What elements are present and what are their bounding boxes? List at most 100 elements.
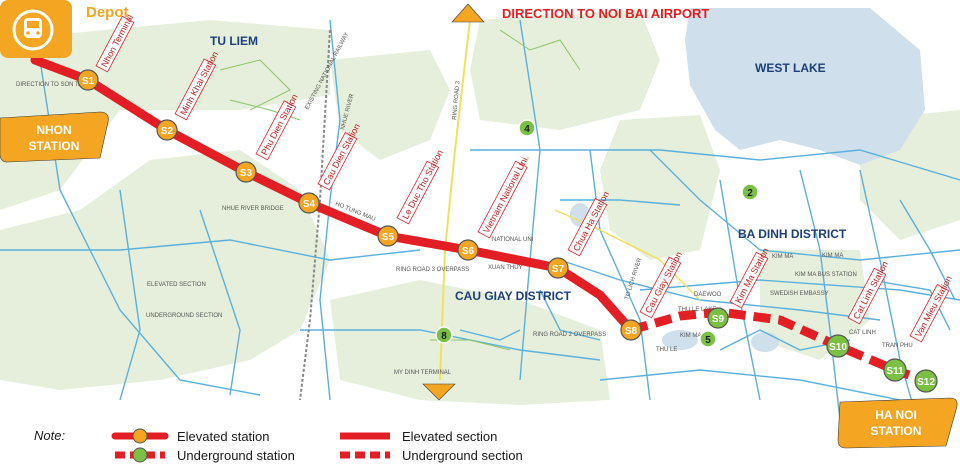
elevated-section-line (30, 55, 636, 335)
hanoi-line-2: STATION (871, 424, 922, 438)
hanoi-terminal-badge[interactable]: HA NOI STATION (837, 397, 958, 449)
label-my-dinh: MY DINH TERMINAL (394, 370, 452, 376)
station-S5[interactable]: S5 Le Duc Tho Station (377, 147, 446, 247)
thu-le-lake (662, 330, 698, 350)
legend-elevated-section: Elevated section (340, 429, 497, 444)
depot-label: Depot (86, 4, 129, 21)
station-name-box (847, 267, 887, 325)
district-west-lake: WEST LAKE (755, 61, 826, 75)
legend-underground-section-label: Underground section (402, 448, 523, 463)
label-kim-ma-small: KIM MA (680, 333, 701, 339)
station-name-box (95, 15, 135, 73)
nhon-terminal-badge[interactable]: NHON STATION (0, 111, 109, 163)
station-name-box (909, 284, 950, 343)
airport-direction-label: DIRECTION TO NOI BAI AIRPORT (502, 6, 709, 21)
hanoi-line-1: HA NOI (875, 408, 917, 422)
station-name-box (729, 251, 769, 309)
station-code: S1 (82, 76, 95, 87)
station-S7[interactable]: S7 Chua Ha Station (547, 189, 612, 279)
station-name-box (317, 132, 358, 191)
legend-elevated-section-label: Elevated section (402, 429, 497, 444)
station-marker (547, 257, 569, 279)
station-name-box (255, 100, 297, 161)
station-code: S2 (161, 126, 174, 137)
label-kim-ma-2: KIM MA (822, 253, 843, 259)
label-ring3-overpass: RING ROAD 3 OVERPASS (396, 267, 469, 273)
station-code: S8 (625, 326, 638, 337)
station-marker (77, 69, 99, 91)
line-4-label: 4 (524, 124, 530, 135)
station-name: Cau Giay Station (643, 250, 684, 315)
line-8-label: 8 (441, 331, 447, 342)
station-S4[interactable]: S4 Cau Dien Station (298, 121, 363, 214)
my-dinh-direction-arrow[interactable] (422, 383, 456, 401)
station-name-box (174, 58, 217, 121)
ring-road-3 (439, 19, 471, 381)
station-marker (235, 161, 257, 183)
depot-marker[interactable] (0, 0, 72, 58)
district-cau-giay: CAU GIAY DISTRICT (455, 289, 572, 303)
station-name-box (396, 160, 440, 225)
station-name: Le Duc Tho Station (400, 148, 445, 221)
label-elevated-section: ELEVATED SECTION (147, 282, 206, 288)
station-code: S10 (829, 342, 847, 353)
line-2-marker[interactable]: 2 (741, 183, 759, 201)
nhon-line-2: STATION (29, 139, 80, 153)
station-name-box (477, 160, 528, 239)
station-marker (914, 369, 938, 393)
station-code: S3 (240, 168, 253, 179)
label-underground-section: UNDERGROUND SECTION (146, 313, 222, 319)
legend: Note: Elevated station Underground stati… (34, 428, 523, 463)
label-thu-le-lake: THU LE LAKE (678, 307, 716, 313)
legend-underground-station-label: Underground station (177, 448, 295, 463)
station-S6[interactable]: S6 Vietnam National Uni. (457, 152, 532, 261)
station-marker (620, 319, 642, 341)
line-8-marker[interactable]: 8 (435, 326, 453, 344)
label-thu-le: THU LE (656, 347, 677, 353)
station-code: S7 (552, 264, 565, 275)
label-kim-ma-1: KIM MA (772, 254, 793, 260)
label-xuan-thuy: XUAN THUY (488, 265, 523, 271)
legend-note: Note: (34, 428, 65, 443)
station-marker (298, 192, 320, 214)
airport-direction-arrow[interactable] (451, 3, 485, 23)
line-5-label: 5 (705, 335, 711, 346)
station-S12[interactable]: S12 (914, 369, 938, 393)
station-code: S4 (303, 199, 316, 210)
station-code: S6 (462, 246, 475, 257)
station-code: S12 (917, 377, 935, 388)
label-ring2-overpass: RING ROAD 2 OVERPASS (533, 332, 606, 338)
station-name: Van Mieu Station (913, 274, 954, 339)
label-tran-phu: TRAN PHU (882, 343, 913, 349)
line-4-marker[interactable]: 4 (518, 119, 536, 137)
train-window (27, 21, 39, 28)
train-light-left (26, 31, 30, 35)
train-light-right (36, 31, 40, 35)
station-marker (156, 119, 178, 141)
station-marker (707, 307, 729, 329)
station-code: S5 (382, 232, 395, 243)
legend-underground-station: Underground station (115, 447, 295, 463)
west-lake (685, 8, 925, 165)
label-son-tay: DIRECTION TO SON TAY (16, 82, 86, 88)
national-railway (299, 29, 331, 401)
nhon-line-1: NHON (36, 123, 71, 137)
label-cat-linh: CAT LINH (849, 330, 876, 336)
train-front-icon (12, 9, 54, 51)
label-nhue-bridge: NHUE RIVER BRIDGE (222, 206, 284, 212)
station-name-box (639, 256, 682, 319)
station-name-box (567, 198, 608, 257)
line-2-label: 2 (747, 188, 753, 199)
station-code: S11 (886, 366, 904, 377)
label-national-uni: NATIONAL UNI (492, 237, 534, 243)
station-name: Vietnam National Uni. (481, 153, 531, 234)
label-daewoo: DAEWOO (694, 292, 722, 298)
station-name: Cau Dien Station (321, 122, 362, 187)
label-ring-road-3: RING ROAD 3 (452, 80, 461, 120)
station-code: S9 (712, 314, 725, 325)
district-tu-liem: TU LIEM (210, 34, 258, 48)
station-marker (826, 334, 850, 358)
station-marker (457, 239, 479, 261)
line-5-marker[interactable]: 5 (699, 330, 717, 348)
